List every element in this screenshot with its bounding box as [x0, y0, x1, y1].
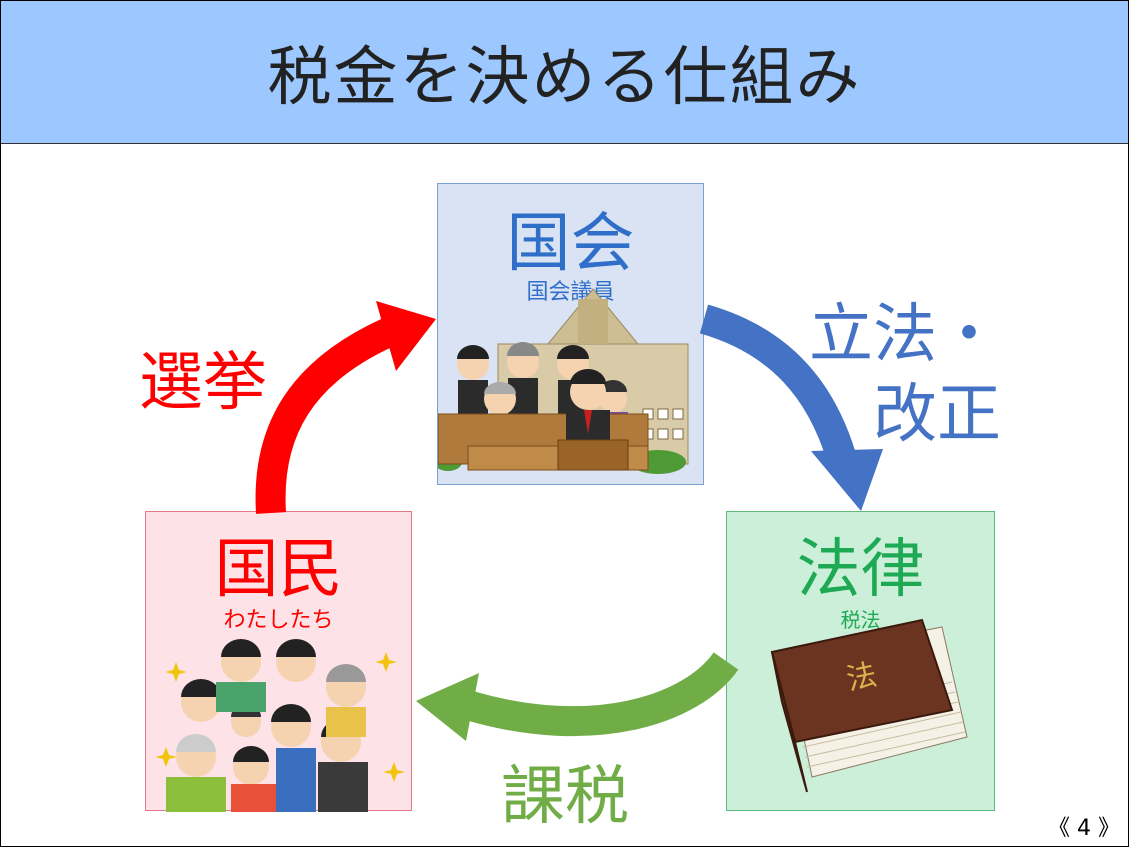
- people-box: 国民 わたしたち: [145, 511, 412, 812]
- people-title: 国民: [214, 533, 343, 607]
- cheering-people-illustration: [155, 639, 405, 812]
- law-subtitle: 税法: [840, 608, 881, 632]
- law-title: 法律: [796, 533, 925, 607]
- law-box: 法律 税法 法: [726, 511, 995, 811]
- diet-box: 国会 国会議員: [437, 183, 704, 485]
- page-number: 《 4 》: [1048, 816, 1120, 841]
- election-label: 選挙: [139, 346, 267, 420]
- law-book-illustration: 法: [770, 618, 968, 793]
- people-subtitle: わたしたち: [223, 608, 334, 633]
- legislation-arrowhead: [811, 449, 883, 511]
- legislation-label-line1: 立法・: [809, 298, 1001, 372]
- legislation-label-line2: 改正: [873, 378, 1001, 452]
- election-arrowhead: [376, 301, 436, 371]
- taxation-label: 課税: [501, 760, 629, 834]
- diet-title: 国会: [506, 207, 635, 281]
- election-arrow: [255, 317, 398, 514]
- taxation-arrowhead: [416, 673, 479, 741]
- svg-text:法: 法: [843, 657, 880, 697]
- legislation-arrow: [699, 304, 856, 461]
- slide-title: 税金を決める仕組み: [267, 41, 862, 115]
- title-bar: 税金を決める仕組み: [1, 1, 1128, 144]
- taxation-arrow: [466, 651, 739, 737]
- diet-members-illustration: [438, 288, 689, 474]
